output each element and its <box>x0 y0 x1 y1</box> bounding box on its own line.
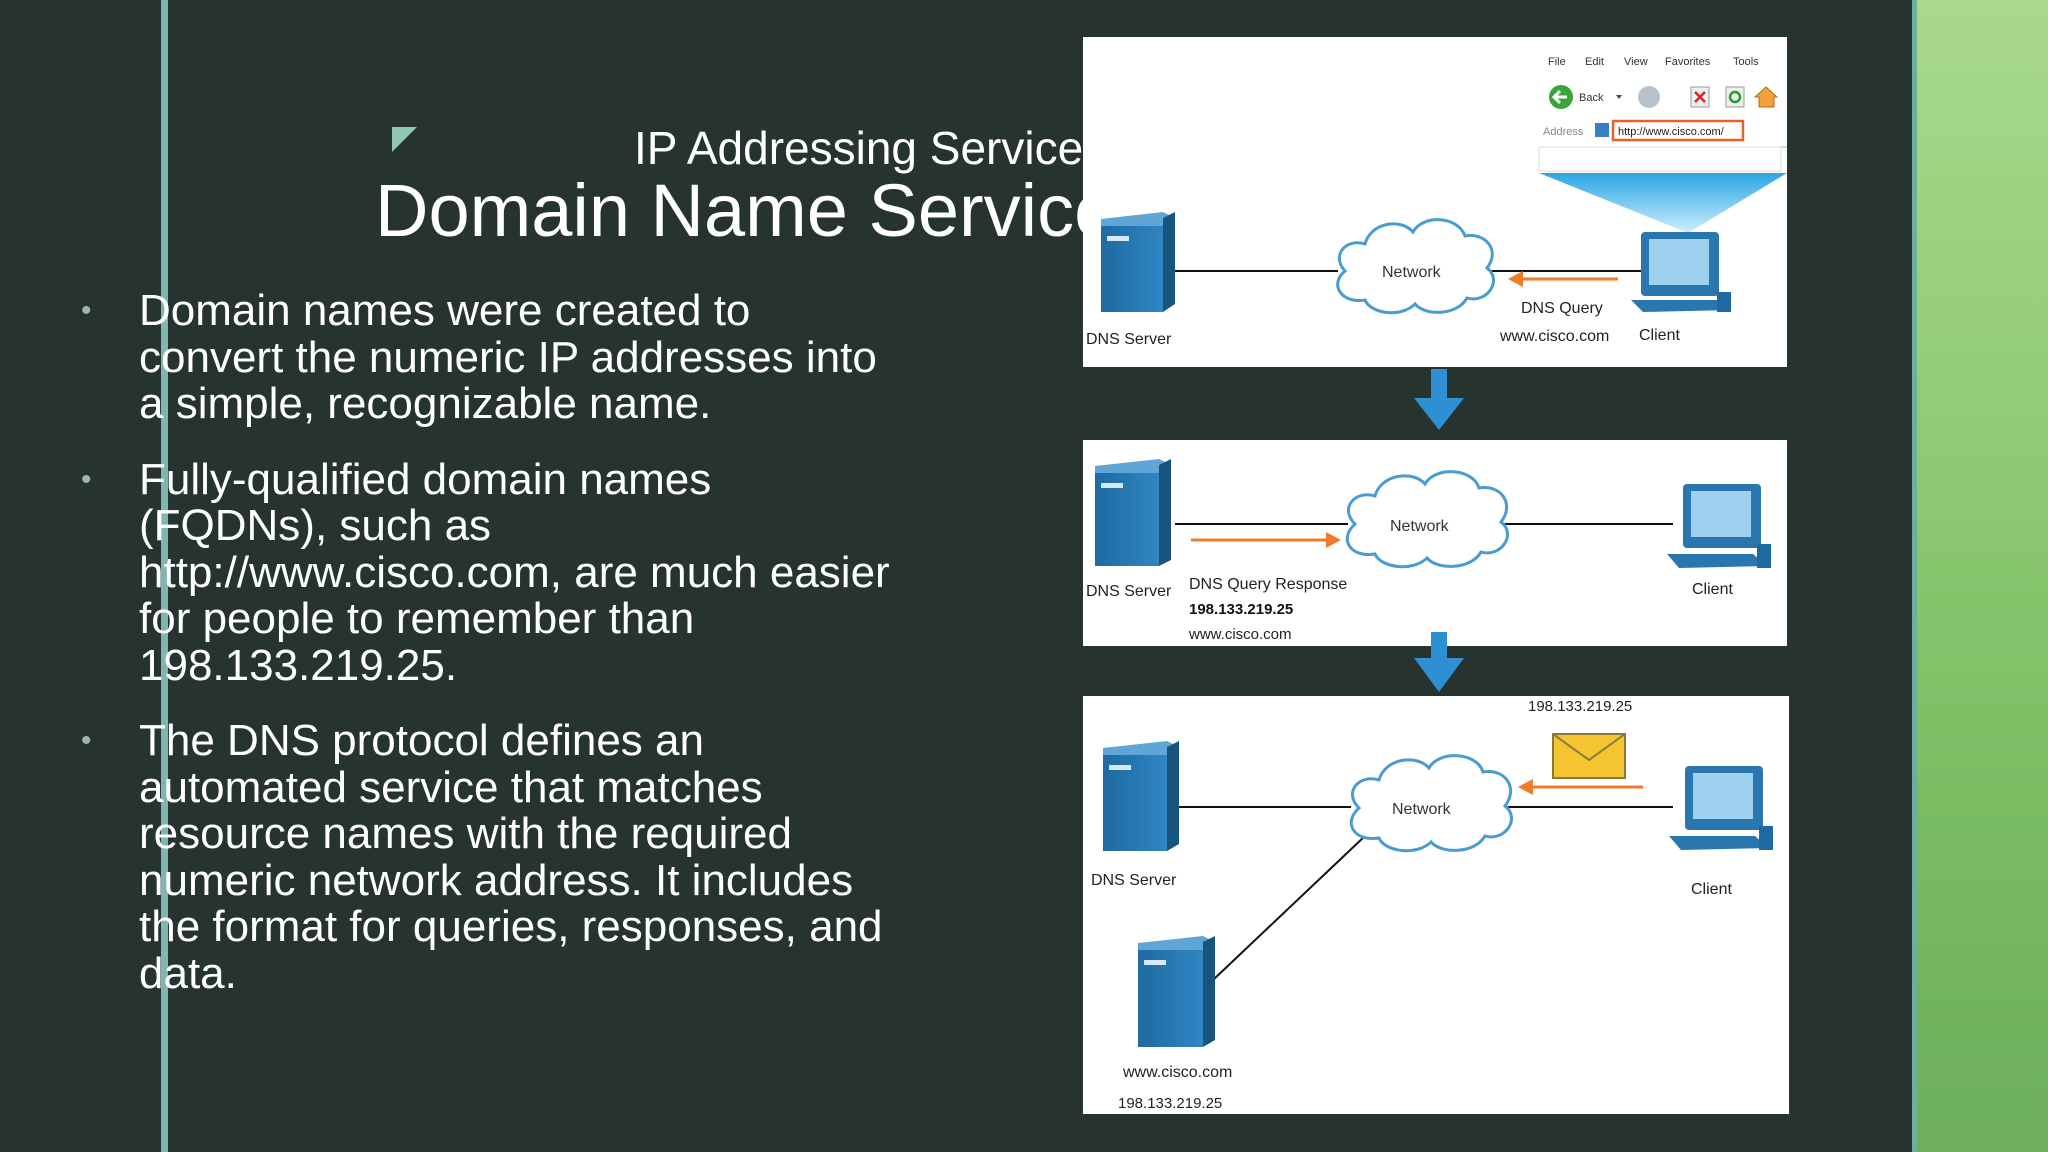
dns-response-ip: 198.133.219.25 <box>1189 601 1293 618</box>
home-icon <box>1753 86 1779 108</box>
address-field <box>1611 119 1745 142</box>
response-arrowhead-icon <box>1326 532 1341 548</box>
panel-web-request: 198.133.219.25 DNS Server Network <box>1083 696 1789 1114</box>
browser-content-area <box>1538 146 1782 172</box>
menu-file: File <box>1548 56 1566 68</box>
dns-server-label: DNS Server <box>1086 331 1172 348</box>
screen-projection <box>1539 173 1787 233</box>
bullet-text: Fully-qualified domain names (FQDNs), su… <box>139 454 890 690</box>
corner-triangle-icon <box>392 127 417 152</box>
bullet-text: The DNS protocol defines an automated se… <box>139 716 883 998</box>
dns-query-host: www.cisco.com <box>1499 328 1609 345</box>
client-computer-icon <box>1669 766 1773 850</box>
client-label: Client <box>1691 881 1732 898</box>
client-computer-icon <box>1667 484 1771 568</box>
panel-dns-response: DNS Server Network DNS Query Response 19… <box>1083 440 1787 646</box>
bullet-item: • Fully-qualified domain names (FQDNs), s… <box>81 454 899 690</box>
right-decorative-strip <box>1912 0 2048 1152</box>
back-dropdown-icon <box>1616 95 1622 99</box>
destination-ip-label: 198.133.219.25 <box>1528 698 1632 715</box>
left-accent-bar <box>161 0 168 1152</box>
web-server-host: www.cisco.com <box>1122 1064 1232 1081</box>
client-label: Client <box>1692 581 1733 598</box>
back-label: Back <box>1579 92 1604 104</box>
menu-favorites: Favorites <box>1665 56 1711 68</box>
link-network-webserver <box>1212 835 1366 981</box>
page-icon <box>1595 123 1609 137</box>
menu-edit: Edit <box>1585 56 1604 68</box>
back-arrow-glyph-icon <box>1551 89 1567 105</box>
web-server-icon <box>1138 936 1215 1047</box>
panel-dns-query: File Edit View Favorites Tools Back Addr… <box>1083 37 1787 367</box>
down-arrow-icon <box>1414 632 1464 692</box>
dns-server-label: DNS Server <box>1091 872 1177 889</box>
slide-subtitle: IP Addressing Services <box>634 122 1107 174</box>
stop-x-icon <box>1694 91 1706 103</box>
forward-arrow-icon <box>1638 86 1660 108</box>
browser-window: File Edit View Favorites Tools Back Addr… <box>1538 56 1787 233</box>
refresh-glyph-icon <box>1728 90 1742 104</box>
bullet-dot-icon: • <box>81 462 92 496</box>
dns-query-label: DNS Query <box>1521 300 1603 317</box>
network-label: Network <box>1382 264 1442 281</box>
bullet-dot-icon: • <box>81 294 92 327</box>
envelope-icon <box>1552 733 1626 779</box>
dns-response-host: www.cisco.com <box>1188 626 1292 643</box>
slide-title: Domain Name Service <box>375 169 1116 252</box>
menu-view: View <box>1624 56 1648 68</box>
network-cloud-icon <box>1336 218 1495 315</box>
query-arrowhead-icon <box>1508 271 1523 287</box>
network-label: Network <box>1390 518 1450 535</box>
network-label: Network <box>1392 801 1452 818</box>
menu-tools: Tools <box>1733 56 1759 68</box>
dns-server-label: DNS Server <box>1086 583 1172 600</box>
client-label: Client <box>1639 327 1680 344</box>
bullet-text: Domain names were created to convert the… <box>139 286 877 428</box>
request-arrowhead-icon <box>1518 779 1533 795</box>
bullet-list: • Domain names were created to convert th… <box>81 286 899 1026</box>
address-label: Address <box>1543 126 1584 138</box>
bullet-item: • The DNS protocol defines an automated s… <box>81 716 899 998</box>
client-computer-icon <box>1631 232 1731 312</box>
bullet-item: • Domain names were created to convert th… <box>81 286 899 428</box>
refresh-icon <box>1725 86 1745 108</box>
dns-server-icon <box>1095 459 1171 566</box>
dns-diagram: File Edit View Favorites Tools Back Addr… <box>1083 37 1789 1114</box>
network-cloud-icon <box>1349 754 1513 853</box>
down-arrow-icon <box>1414 369 1464 430</box>
dns-server-icon <box>1101 212 1175 312</box>
dns-server-icon <box>1103 741 1179 851</box>
network-cloud-icon <box>1345 470 1509 569</box>
dns-response-label: DNS Query Response <box>1189 576 1347 593</box>
bullet-dot-icon: • <box>81 724 92 757</box>
address-value: http://www.cisco.com/ <box>1618 126 1725 138</box>
web-server-ip: 198.133.219.25 <box>1118 1095 1222 1112</box>
